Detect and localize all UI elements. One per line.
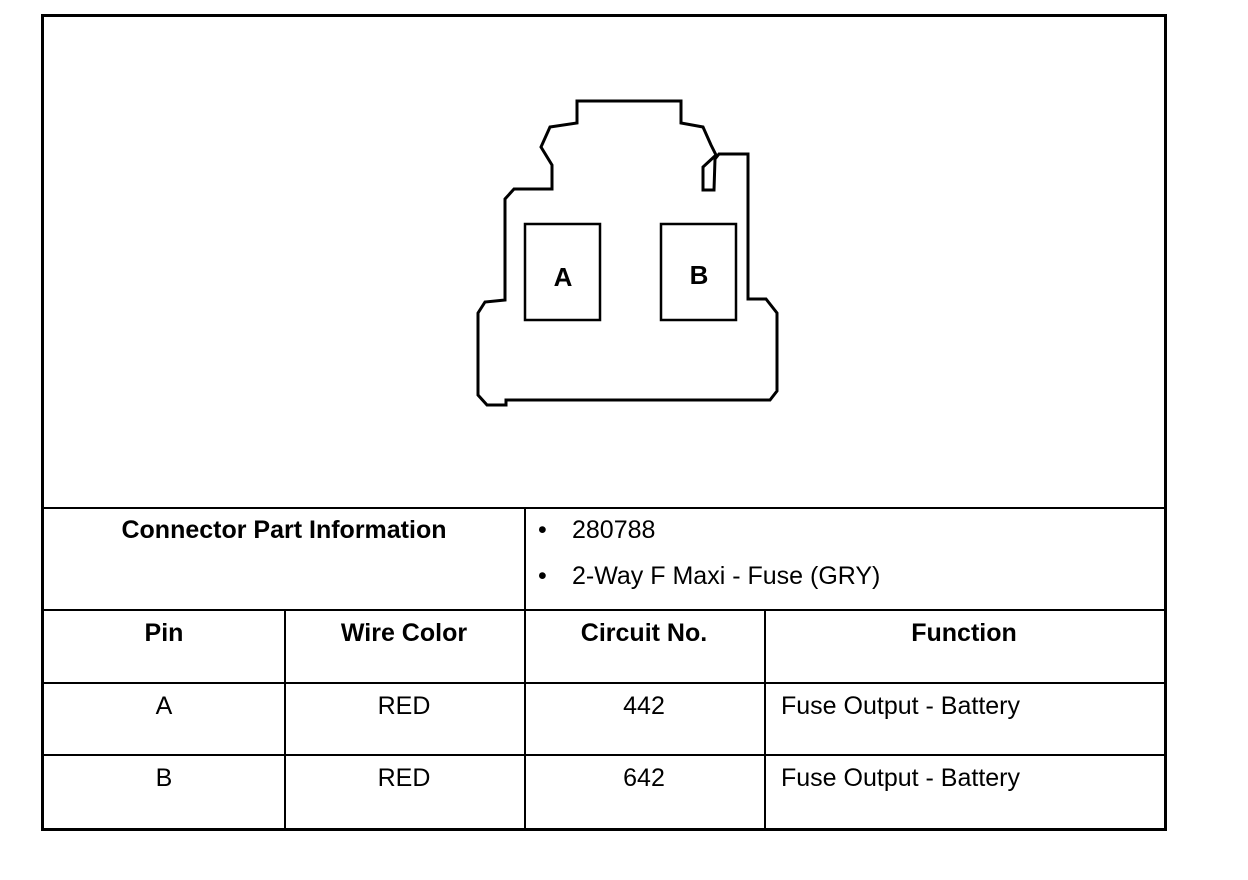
connector-drawing: A B bbox=[476, 99, 779, 407]
part-info-label: Connector Part Information bbox=[121, 516, 447, 544]
part-description: 2-Way F Maxi - Fuse (GRY) bbox=[572, 562, 881, 590]
header-pin: Pin bbox=[144, 619, 184, 647]
col-divider-1 bbox=[284, 609, 286, 828]
cell-wire-color: RED bbox=[377, 764, 431, 792]
pin-cavity-b bbox=[659, 222, 738, 322]
cell-wire-color: RED bbox=[377, 692, 431, 720]
header-function: Function bbox=[911, 619, 1017, 647]
part-info-bullet-1: • 280788 bbox=[538, 515, 655, 545]
cell-circuit: 642 bbox=[623, 764, 665, 792]
part-info-bullet-2: • 2-Way F Maxi - Fuse (GRY) bbox=[538, 561, 880, 591]
cell-circuit: 442 bbox=[623, 692, 665, 720]
cell-function: Fuse Output - Battery bbox=[781, 692, 1020, 720]
bullet-icon: • bbox=[538, 516, 547, 544]
part-info-bottom-rule bbox=[44, 609, 1164, 611]
row-a-bottom-rule bbox=[44, 754, 1164, 756]
cell-pin: B bbox=[155, 764, 173, 792]
part-info-divider bbox=[524, 507, 526, 828]
cell-function: Fuse Output - Battery bbox=[781, 764, 1020, 792]
bullet-icon: • bbox=[538, 562, 547, 590]
col-divider-3 bbox=[764, 609, 766, 828]
pin-label-a: A bbox=[554, 262, 573, 292]
header-circuit-no: Circuit No. bbox=[580, 619, 708, 647]
connector-diagram: A B bbox=[44, 17, 1164, 507]
header-bottom-rule bbox=[44, 682, 1164, 684]
pin-cavity-a bbox=[523, 222, 602, 322]
table-top-rule bbox=[44, 507, 1164, 509]
connector-sheet: A B Connector Part Information • 280788 •… bbox=[41, 14, 1167, 831]
cell-pin: A bbox=[155, 692, 173, 720]
header-wire-color: Wire Color bbox=[340, 619, 468, 647]
part-number: 280788 bbox=[572, 516, 656, 544]
connector-housing-outline bbox=[476, 99, 779, 407]
pin-label-b: B bbox=[690, 260, 709, 290]
